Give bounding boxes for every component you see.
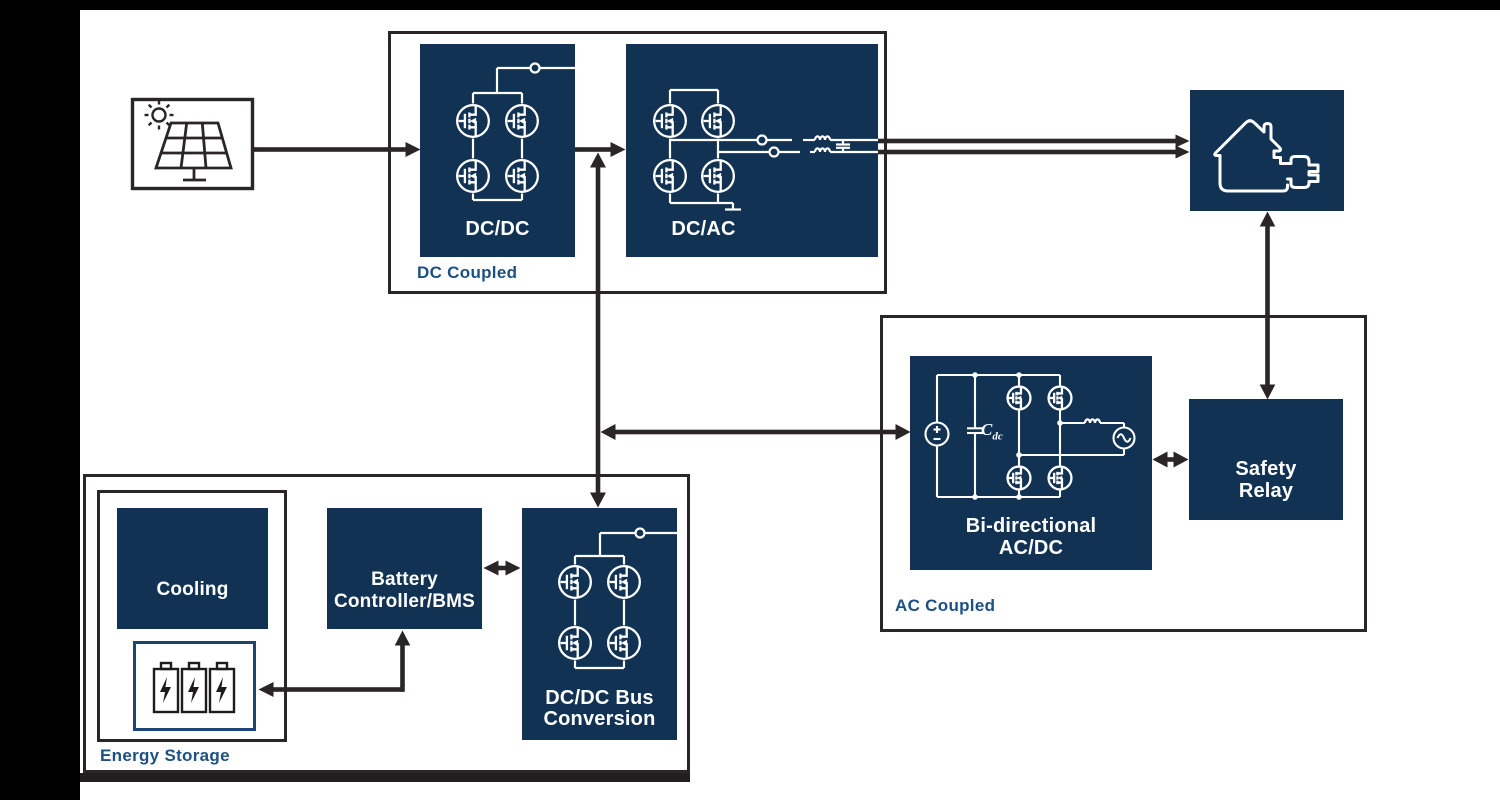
terminal-circle-icon	[756, 134, 768, 146]
arrow-dcac-to-house	[878, 134, 1190, 159]
terminal-circle-icon	[634, 527, 646, 539]
arrow-dcdc-to-dcac	[575, 142, 626, 157]
frame-bar-top	[0, 0, 1500, 10]
arrow-bms-to-bus	[483, 560, 521, 576]
bidirectional-label: Bi-directional AC/DC	[965, 515, 1097, 559]
bus-conversion-block: DC/DC Bus Conversion	[522, 508, 677, 740]
inductor-icon	[1083, 418, 1102, 425]
dc-source-icon	[924, 421, 950, 447]
battery-icon	[208, 661, 236, 714]
energy-storage-group-label: Energy Storage	[100, 746, 230, 765]
mosfet-icon	[1006, 385, 1032, 411]
arrow-dcbus-vertical	[590, 152, 606, 508]
ac-coupled-group-label: AC Coupled	[895, 596, 996, 615]
battery-icon	[180, 661, 208, 714]
mosfet-icon	[1047, 465, 1073, 491]
battery-box-border	[133, 641, 256, 731]
safety-relay-block: Safety Relay	[1189, 399, 1343, 520]
arrow-bidirectional-to-relay	[1152, 451, 1189, 468]
bidirectional-circuit	[924, 372, 1136, 500]
arrow-house-to-relay	[1259, 211, 1276, 400]
solar-panel-icon	[144, 100, 233, 182]
sun-icon	[144, 100, 174, 130]
capacitor-icon	[967, 375, 983, 497]
mosfet-icon	[701, 159, 735, 193]
bus-conversion-label: DC/DC Bus Conversion	[543, 687, 656, 730]
terminal-circle-icon	[529, 62, 541, 74]
frame-bar-bottom	[80, 773, 690, 782]
mosfet-icon	[456, 159, 490, 193]
cdc-capacitor-label: Cdc	[981, 420, 1003, 443]
bidirectional-acdc-block: Cdc Bi-directional AC/DC	[910, 356, 1152, 570]
dcdc-circuit	[456, 62, 575, 202]
inductor-icon	[813, 135, 832, 142]
dc-coupled-group-label: DC Coupled	[417, 263, 518, 282]
battery-controller-block: Battery Controller/BMS	[327, 508, 482, 629]
mosfet-icon	[1006, 465, 1032, 491]
terminal-circle-icon	[768, 146, 780, 158]
house-load-block	[1190, 90, 1344, 211]
mosfet-icon	[653, 159, 687, 193]
mosfet-icon	[1047, 385, 1073, 411]
arrow-solar-to-dcdc	[254, 142, 421, 157]
inductor-icon	[813, 147, 832, 154]
dcac-circuit	[653, 88, 878, 211]
cooling-block: Cooling	[117, 508, 268, 629]
battery-icon	[152, 661, 180, 714]
arrow-dcbus-to-bidirectional	[600, 424, 911, 440]
mosfet-icon	[558, 565, 592, 599]
mosfet-icon	[558, 626, 592, 660]
capacitor-icon	[836, 140, 850, 152]
cooling-label: Cooling	[156, 579, 229, 600]
connector-arrows	[254, 134, 1276, 697]
bus-conversion-circuit	[558, 527, 677, 670]
mosfet-icon	[653, 104, 687, 138]
dcdc-block: DC/DC	[420, 44, 575, 257]
mosfet-icon	[607, 626, 641, 660]
frame-bar-left	[0, 0, 80, 800]
dcac-block: DC/AC	[626, 44, 878, 257]
storage-inner-box-border	[97, 490, 287, 742]
dcdc-label: DC/DC	[465, 218, 530, 240]
energy-storage-group-border	[83, 474, 690, 773]
mosfet-icon	[505, 159, 539, 193]
arrow-battery-to-bms	[258, 630, 411, 697]
solar-box-border	[130, 97, 255, 191]
mosfet-icon	[607, 565, 641, 599]
mosfet-icon	[505, 104, 539, 138]
mosfet-icon	[701, 104, 735, 138]
battery-controller-label: Battery Controller/BMS	[333, 569, 476, 612]
node-dots	[972, 372, 1063, 500]
dcac-label: DC/AC	[671, 218, 736, 240]
ac-coupled-group-border	[880, 315, 1367, 632]
mosfet-icon	[456, 104, 490, 138]
dc-coupled-group-border	[388, 31, 887, 294]
safety-relay-label: Safety Relay	[1235, 458, 1297, 502]
battery-bank-icon	[152, 661, 236, 714]
house-plug-icon	[1213, 119, 1320, 193]
